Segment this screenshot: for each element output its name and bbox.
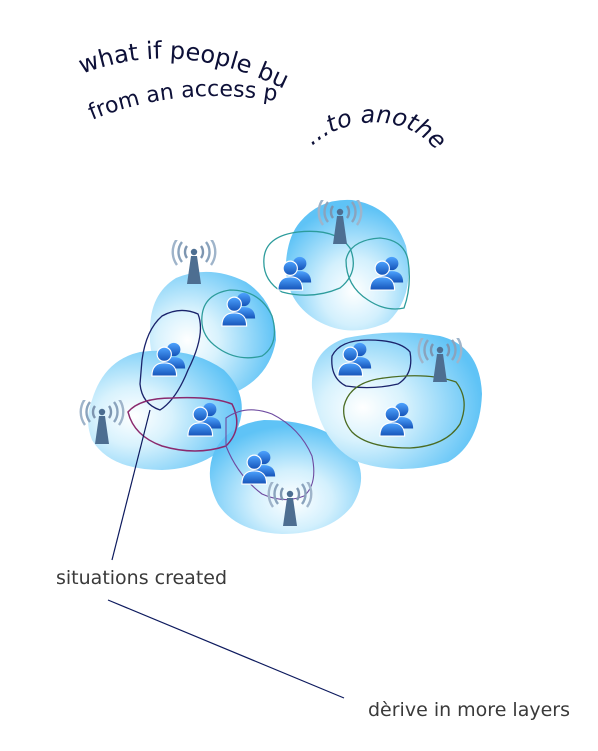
- overlap-outline-navy-1: [139, 309, 202, 411]
- label-derive-more-layers: dèrive in more layers: [368, 699, 570, 721]
- overlap-outline-purple-2: [225, 409, 315, 501]
- overlap-outline-olive-1: [343, 375, 465, 449]
- coverage-cells: [88, 199, 482, 534]
- coverage-cell-bottom: [209, 420, 362, 534]
- coverage-cell-top-right: [285, 199, 409, 331]
- overlap-outline-teal-2: [345, 237, 410, 310]
- coverage-cell-left: [88, 350, 242, 470]
- overlap-outline-navy-2: [331, 339, 412, 389]
- overlap-outline-teal-3: [201, 289, 276, 359]
- leader-line-layers: [107, 599, 345, 699]
- label-situations-created: situations created: [56, 567, 228, 589]
- overlap-outline-purple-1: [127, 396, 238, 452]
- leader-line-situations: [111, 409, 151, 561]
